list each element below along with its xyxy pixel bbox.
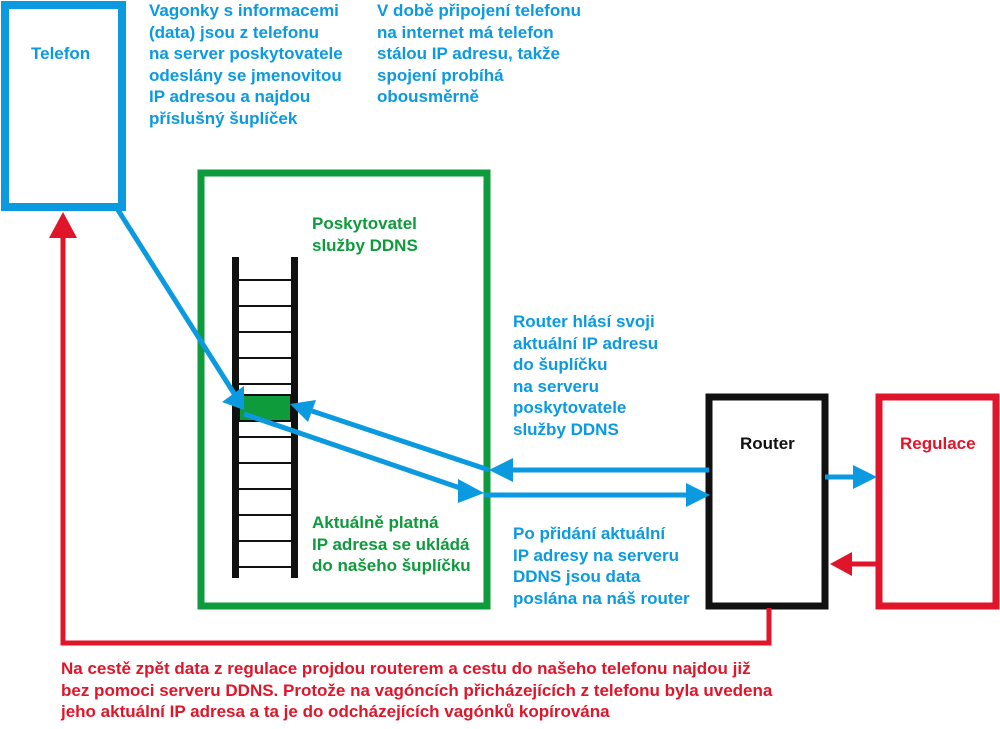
regulace-box [875, 393, 1000, 610]
router-report-arrowhead [489, 458, 513, 482]
phone-send-note: Vagonky s informacemi (data) jsou z tele… [149, 1, 343, 128]
provider-label: Poskytovatel služby DDNS [312, 214, 418, 255]
telefon-label: Telefon [31, 44, 91, 63]
drawer-to-forward-line [243, 411, 464, 492]
return-path-arrowhead [49, 212, 77, 238]
phone-to-drawer-line [115, 208, 238, 397]
router-report-note: Router hlásí svoji aktuální IP adresu do… [513, 312, 659, 439]
report-to-drawer-arrowhead [290, 400, 316, 422]
forward-data-note: Po přidání aktuální IP adresy na serveru… [513, 524, 690, 608]
phone-to-drawer-arrowhead [222, 386, 244, 410]
provider-box [197, 169, 491, 610]
drawer-forward-arrowhead [458, 479, 484, 503]
drawer-ladder [232, 257, 298, 578]
telefon-box [1, 1, 126, 211]
report-to-drawer-line [311, 408, 490, 473]
router-to-regulace-arrowhead [853, 465, 877, 489]
return-path-line [60, 226, 772, 646]
return-path-note: Na cestě zpět data z regulace projdou ro… [61, 659, 773, 721]
stored-ip-note: Aktuálně platná IP adresa se ukládá do n… [312, 513, 471, 575]
router-box [705, 393, 829, 610]
router-label: Router [740, 434, 795, 453]
forward-to-router-arrowhead [686, 483, 710, 507]
regulace-to-router-arrowhead [830, 552, 852, 576]
regulace-label: Regulace [900, 434, 976, 453]
phone-ip-note: V době připojení telefonu na internet má… [377, 1, 581, 106]
